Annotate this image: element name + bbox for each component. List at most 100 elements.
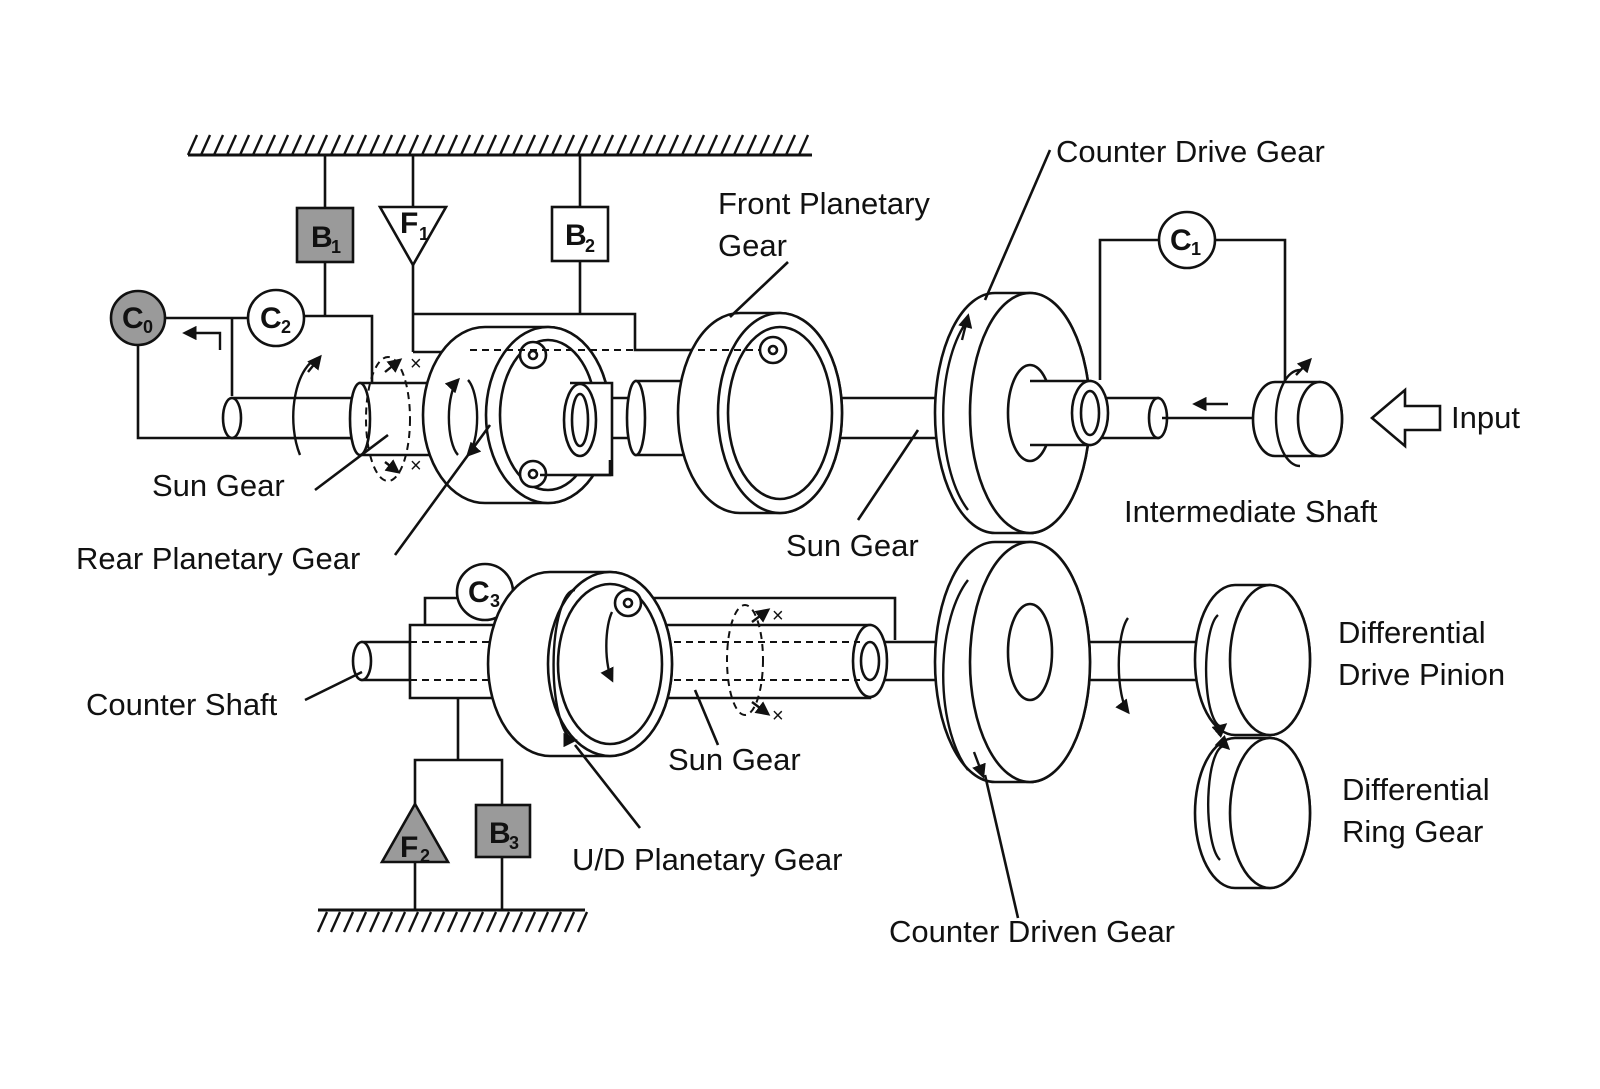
hatch-mark xyxy=(407,134,420,156)
hatch-mark xyxy=(758,134,771,156)
label-intermediate-shaft: Intermediate Shaft xyxy=(1124,494,1378,529)
b3-sub: 3 xyxy=(509,833,519,853)
hatch-mark xyxy=(277,134,290,156)
b1-letter: B xyxy=(311,221,333,254)
b2-sub: 2 xyxy=(585,236,595,256)
hatch-mark xyxy=(498,911,511,933)
hatch-mark xyxy=(667,134,680,156)
hatch-mark xyxy=(420,134,433,156)
differential-ring-gear xyxy=(1193,734,1312,890)
hatch-mark xyxy=(485,911,498,933)
hatch-mark xyxy=(251,134,264,156)
f1-one-way-clutch-symbol: F 1 xyxy=(377,205,449,352)
hatch-mark xyxy=(550,911,563,933)
hatch-mark xyxy=(459,134,472,156)
labels: Counter Drive Gear Front Planetary Gear … xyxy=(76,134,1520,949)
hatch-mark xyxy=(771,134,784,156)
hatch-mark xyxy=(433,134,446,156)
label-differential-drive-line2: Drive Pinion xyxy=(1338,657,1505,692)
svg-text:×: × xyxy=(410,353,422,375)
hatch-mark xyxy=(381,134,394,156)
counter-drive-gear xyxy=(933,291,1110,535)
counter-driven-gear xyxy=(933,540,1130,784)
svg-text:×: × xyxy=(772,705,784,727)
b3-letter: B xyxy=(489,817,511,850)
hatch-mark xyxy=(719,134,732,156)
hatch-mark xyxy=(433,911,446,933)
label-front-planetary-line1: Front Planetary xyxy=(718,186,930,221)
label-differential-ring-line2: Ring Gear xyxy=(1342,814,1483,849)
hatch-mark xyxy=(199,134,212,156)
hatch-mark xyxy=(745,134,758,156)
label-differential-drive-line1: Differential xyxy=(1338,615,1486,650)
hatch-mark xyxy=(316,134,329,156)
hatch-mark xyxy=(498,134,511,156)
c2-sub: 2 xyxy=(281,317,291,337)
label-input: Input xyxy=(1451,400,1520,435)
hatch-mark xyxy=(368,911,381,933)
hatch-mark xyxy=(303,134,316,156)
hatch-mark xyxy=(225,134,238,156)
f1-sub: 1 xyxy=(419,224,429,244)
label-front-planetary-line2: Gear xyxy=(718,228,787,263)
lower-brake-links xyxy=(413,758,504,820)
hatch-mark xyxy=(654,134,667,156)
hatch-mark xyxy=(524,911,537,933)
front-planetary-gear xyxy=(470,311,844,515)
hatch-mark xyxy=(459,911,472,933)
label-sun-gear-front: Sun Gear xyxy=(786,528,919,563)
hatch-mark xyxy=(550,134,563,156)
hatch-mark xyxy=(368,134,381,156)
hatch-mark xyxy=(680,134,693,156)
hatch-mark xyxy=(342,134,355,156)
bottom-ground-case xyxy=(316,908,589,933)
c1-letter: C xyxy=(1170,224,1192,257)
b1-sub: 1 xyxy=(331,237,341,257)
hatch-mark xyxy=(316,911,329,933)
leader-lines xyxy=(304,149,1052,919)
hatch-mark xyxy=(797,134,810,156)
hatch-mark xyxy=(446,911,459,933)
top-ground-case xyxy=(186,134,812,157)
b3-brake-symbol: B 3 xyxy=(474,803,532,910)
hatch-mark xyxy=(329,134,342,156)
label-counter-driven-gear: Counter Driven Gear xyxy=(889,914,1175,949)
c2-clutch-symbol: C 2 xyxy=(230,288,374,396)
hatch-mark xyxy=(186,134,199,156)
c3-sub: 3 xyxy=(490,591,500,611)
hatch-mark xyxy=(628,134,641,156)
hatch-mark xyxy=(355,134,368,156)
hatch-mark xyxy=(537,134,550,156)
hatch-mark xyxy=(485,134,498,156)
c0-letter: C xyxy=(122,302,144,335)
hatch-mark xyxy=(290,134,303,156)
hatch-mark xyxy=(537,911,550,933)
hatch-mark xyxy=(511,911,524,933)
c3-letter: C xyxy=(468,576,490,609)
hatch-mark xyxy=(264,134,277,156)
input-arrow-icon xyxy=(1369,387,1442,449)
hatch-mark xyxy=(563,911,576,933)
label-sun-gear-ud: Sun Gear xyxy=(668,742,801,777)
hatch-mark xyxy=(693,134,706,156)
hatch-mark xyxy=(394,134,407,156)
differential-drive-pinion xyxy=(1193,583,1312,738)
c0-direction-arrow xyxy=(182,325,222,350)
hatch-mark xyxy=(511,134,524,156)
label-counter-shaft: Counter Shaft xyxy=(86,687,278,722)
f1-letter: F xyxy=(400,207,418,240)
label-sun-gear-rear: Sun Gear xyxy=(152,468,285,503)
b2-letter: B xyxy=(565,219,587,252)
ud-planetary-gear: × × xyxy=(486,570,784,758)
hatch-mark xyxy=(589,134,602,156)
hatch-mark xyxy=(732,134,745,156)
c2-letter: C xyxy=(260,302,282,335)
svg-text:×: × xyxy=(772,605,784,627)
label-counter-drive-gear: Counter Drive Gear xyxy=(1056,134,1325,169)
hatch-mark xyxy=(407,911,420,933)
hatch-mark xyxy=(238,134,251,156)
hatch-mark xyxy=(472,911,485,933)
label-rear-planetary-gear: Rear Planetary Gear xyxy=(76,541,360,576)
